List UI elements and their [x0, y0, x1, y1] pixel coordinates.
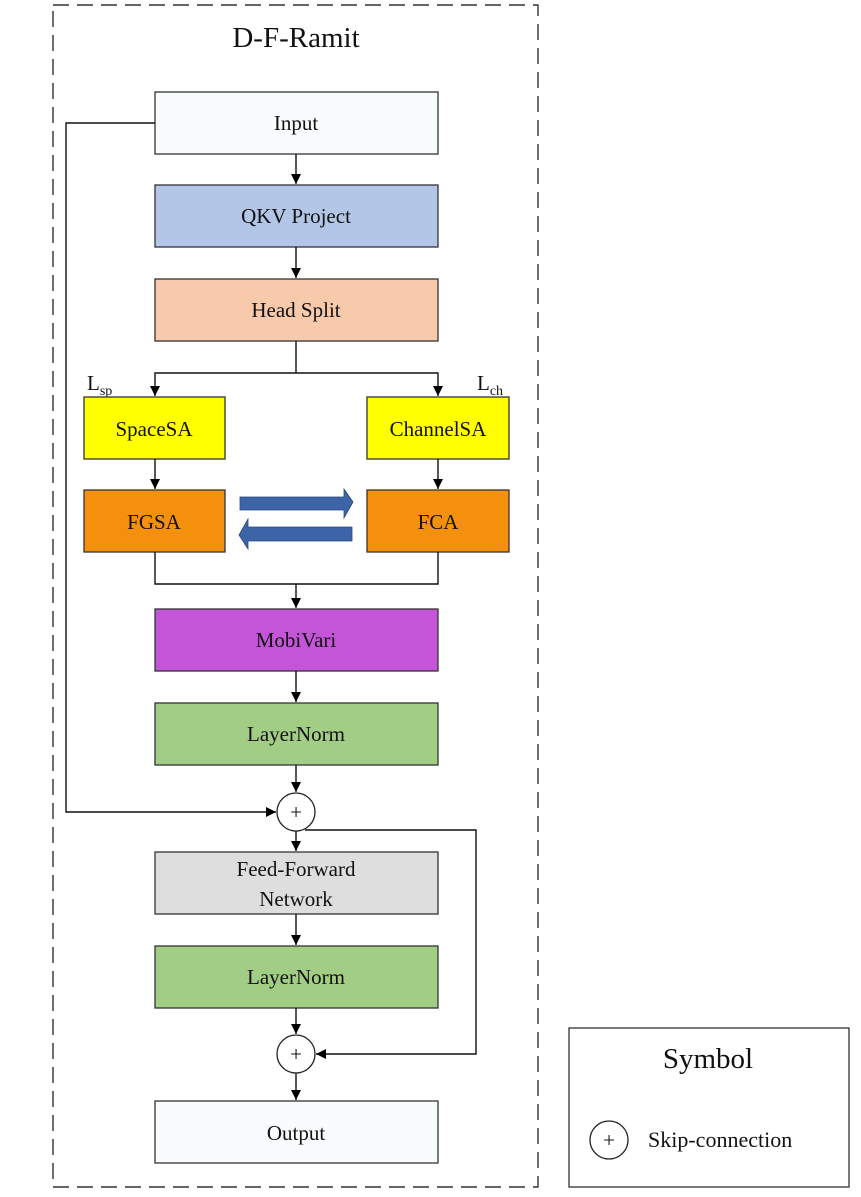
- output-label: Output: [267, 1121, 326, 1145]
- spacesa-block: SpaceSA: [83, 396, 226, 460]
- layernorm-block-2: LayerNorm: [154, 945, 439, 1009]
- head-split-label: Head Split: [251, 298, 340, 322]
- mobivari-block: MobiVari: [154, 608, 439, 672]
- exchange-arrow-right-icon: [239, 487, 354, 520]
- qkv-project-box: [154, 184, 439, 248]
- module-frame: [52, 4, 539, 1188]
- output-block: Output: [154, 1100, 439, 1164]
- fca-block: FCA: [366, 489, 510, 553]
- feed-forward-block: Feed-Forward Network: [154, 851, 439, 915]
- fgsa-label: FGSA: [127, 510, 182, 534]
- skip-connection-node-2: +: [276, 1034, 316, 1074]
- layernorm-label-1: LayerNorm: [247, 722, 345, 746]
- feed-forward-box: [154, 851, 439, 915]
- feed-forward-label-line1: Feed-Forward: [237, 857, 356, 881]
- mobivari-label: MobiVari: [256, 628, 337, 652]
- skip-line-ffn: [305, 829, 477, 1059]
- channelsa-block: ChannelSA: [366, 396, 510, 460]
- layernorm-label-2: LayerNorm: [247, 965, 345, 989]
- fgsa-box: [83, 489, 226, 553]
- exchange-arrow-left-icon: [238, 517, 353, 551]
- head-split-block: Head Split: [154, 278, 439, 342]
- qkv-project-block: QKV Project: [154, 184, 439, 248]
- merge-connector-right: [296, 552, 439, 585]
- legend-skip-icon: [589, 1120, 629, 1160]
- legend: Symbol + Skip-connection: [568, 1027, 850, 1188]
- mobivari-box: [154, 608, 439, 672]
- diagram-title: D-F-Ramit: [232, 22, 359, 54]
- spacesa-box: [83, 396, 226, 460]
- arrow-to-channelsa: [296, 372, 443, 396]
- qkv-project-label: QKV Project: [241, 204, 351, 228]
- skip-connection-node-1: +: [276, 792, 316, 832]
- legend-skip-symbol: +: [603, 1128, 615, 1152]
- merge-connector-left: [154, 552, 296, 585]
- label-l-ch: Lch: [477, 371, 503, 399]
- fgsa-block: FGSA: [83, 489, 226, 553]
- arrow-to-spacesa: [150, 372, 296, 396]
- label-l-sp: Lsp: [87, 371, 112, 399]
- channelsa-box: [366, 396, 510, 460]
- input-label: Input: [274, 111, 318, 135]
- channelsa-label: ChannelSA: [390, 417, 488, 441]
- feed-forward-label-line2: Network: [259, 887, 333, 911]
- input-block: Input: [154, 91, 439, 155]
- output-box: [154, 1100, 439, 1164]
- skip-line-input: [65, 122, 276, 817]
- legend-skip-label: Skip-connection: [648, 1127, 792, 1152]
- spacesa-label: SpaceSA: [116, 417, 194, 441]
- layernorm-box-2: [154, 945, 439, 1009]
- head-split-box: [154, 278, 439, 342]
- skip-add-symbol: +: [290, 1042, 302, 1066]
- fca-box: [366, 489, 510, 553]
- layernorm-block-1: LayerNorm: [154, 702, 439, 766]
- legend-box: [568, 1027, 850, 1188]
- fca-label: FCA: [418, 510, 460, 534]
- skip-add-symbol: +: [290, 800, 302, 824]
- legend-title: Symbol: [663, 1043, 753, 1075]
